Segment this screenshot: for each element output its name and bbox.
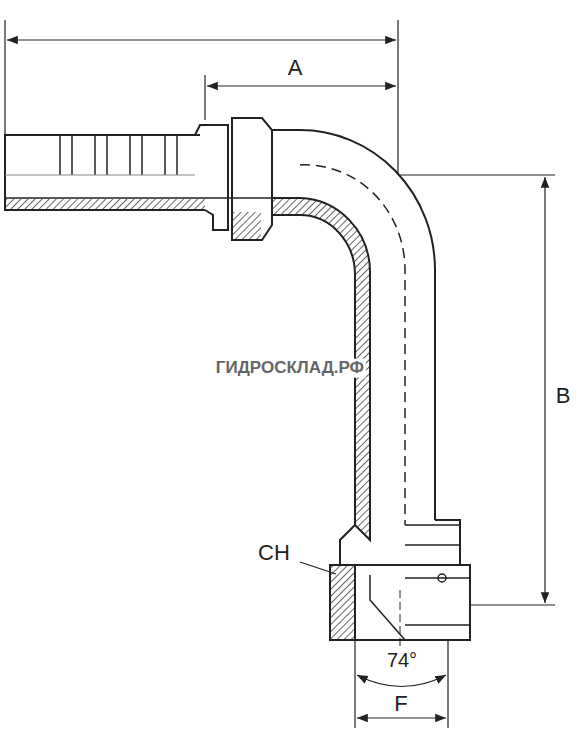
dimension-label: A [286, 56, 305, 80]
dimension-label: F [392, 692, 409, 716]
wrench-size-label: CH [256, 541, 292, 565]
dimension-label: B [554, 384, 573, 408]
watermark: ГИДРОСКЛАД.РФ [214, 359, 366, 378]
angle-label: 74° [385, 649, 419, 671]
fitting-outline [5, 20, 555, 728]
